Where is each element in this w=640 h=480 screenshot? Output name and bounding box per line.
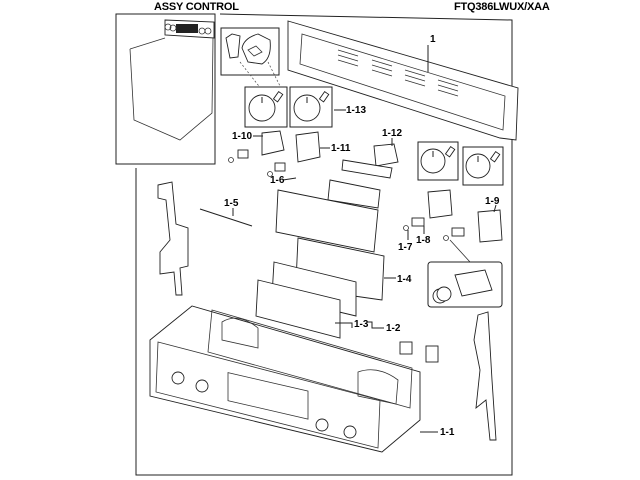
- assembly-title: ASSY CONTROL: [154, 1, 239, 13]
- knob-hole: [195, 379, 209, 393]
- assembly-border: [135, 13, 513, 476]
- transformer-1-12: [373, 143, 399, 167]
- knob-2: [289, 86, 333, 128]
- range-inset: [115, 13, 216, 165]
- callout-1-3: 1-3: [354, 319, 369, 330]
- callout-1-10: 1-10: [232, 131, 252, 142]
- switch-1-11: [295, 131, 321, 163]
- display-pcb-1-6: [327, 179, 381, 209]
- clip-icon: [274, 162, 286, 172]
- knob-shaft-icon: [241, 33, 271, 65]
- knob-1: [244, 86, 288, 128]
- spring-icon: [228, 157, 234, 163]
- callout-1: 1: [430, 34, 436, 45]
- display-window-1-3b: [255, 279, 341, 339]
- callout-1-7: 1-7: [398, 242, 413, 253]
- clip-icon: [451, 227, 465, 237]
- spring-1-7: [403, 225, 409, 231]
- knob-detail-inset: [220, 27, 281, 91]
- knob-3: [417, 141, 459, 181]
- knob-insert-icon: [225, 33, 241, 59]
- clip-icon: [237, 149, 249, 159]
- knob-hole: [343, 425, 357, 439]
- callout-1-11: 1-11: [331, 143, 351, 154]
- switch-detail-inset: [427, 239, 503, 308]
- callout-1-13: 1-13: [346, 105, 366, 116]
- spring-icon: [443, 235, 449, 241]
- connector-icon: [425, 345, 439, 363]
- right-bracket: [473, 311, 497, 441]
- rear-panel-cover: [287, 20, 519, 141]
- callout-1-8: 1-8: [416, 235, 431, 246]
- callout-1-12: 1-12: [382, 128, 402, 139]
- inset-display: [176, 24, 198, 33]
- control-board: [275, 189, 379, 253]
- callout-1-1: 1-1: [440, 427, 455, 438]
- switch-right: [427, 189, 453, 219]
- rod-1-5: [199, 208, 253, 227]
- infinite-switch-1-9: [477, 209, 503, 243]
- model-number: FTQ386LWUX/XAA: [454, 1, 550, 13]
- knob-4: [462, 146, 504, 186]
- callout-1-5: 1-5: [224, 198, 239, 209]
- frame-display-window: [227, 372, 309, 420]
- callout-1-2: 1-2: [386, 323, 401, 334]
- connector-icon: [399, 341, 413, 355]
- leader-lines: [232, 45, 497, 433]
- callout-1-6: 1-6: [270, 175, 285, 186]
- clip-1-8: [411, 217, 425, 227]
- pcb-strip: [341, 159, 393, 179]
- knob-hole: [315, 418, 329, 432]
- callout-1-9: 1-9: [485, 196, 500, 207]
- knob-hole: [171, 371, 185, 385]
- switch-1-10: [261, 130, 285, 156]
- left-bracket: [157, 181, 189, 296]
- spring-icon: [267, 171, 273, 177]
- callout-1-4: 1-4: [397, 274, 412, 285]
- control-panel-frame-1-1: [149, 305, 421, 453]
